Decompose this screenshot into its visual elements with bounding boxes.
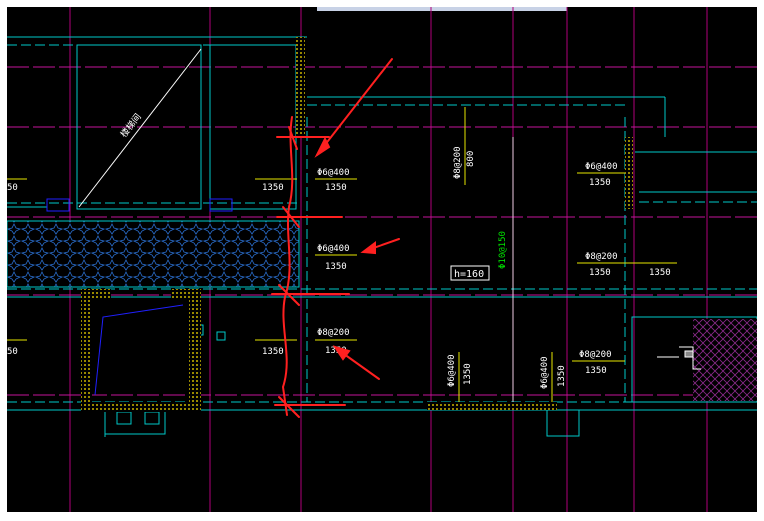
rebar-spec: Φ6@400 [540, 356, 550, 389]
rebar-length: 800 [466, 151, 476, 167]
vertical-rebar-annotations: Φ10@150 Φ8@200 800 Φ6@400 1350 Φ6@400 13… [447, 107, 567, 402]
stair-diagonal [78, 48, 202, 208]
room-height-box [450, 265, 490, 281]
rebar-spec: Φ6@400 [585, 162, 618, 172]
crosshatch-area [693, 319, 757, 401]
rebar-spec: Φ6@400 [317, 168, 350, 178]
rebar-length: 1350 [325, 183, 347, 193]
rebar-length: 1350 [557, 365, 567, 387]
room-height-label: h=160 [454, 269, 484, 280]
stair-label: 楼梯间 [118, 111, 144, 140]
red-markup [271, 58, 400, 418]
rebar-length: 1350 [325, 346, 347, 356]
rebar-length: 1350 [325, 262, 347, 272]
hatched-walls [81, 37, 633, 412]
rebar-spec: Φ8@200 [579, 350, 612, 360]
cad-viewport[interactable]: 楼梯间 Φ6@400 1350 Φ6@400 1350 Φ8@200 1350 … [7, 7, 757, 512]
window-title-bar [317, 7, 567, 11]
rebar-length: 1350 [589, 178, 611, 188]
rebar-spec: Φ8@200 [453, 146, 463, 179]
floor-plan-drawing[interactable]: 楼梯间 Φ6@400 1350 Φ6@400 1350 Φ8@200 1350 … [7, 7, 757, 512]
rebar-spec: Φ8@200 [585, 252, 618, 262]
section-symbol [657, 346, 701, 370]
rebar-length: 1350 [589, 268, 611, 278]
rebar-length: 1350 [463, 363, 473, 385]
rebar-spec: Φ10@150 [498, 231, 508, 269]
rebar-spec: Φ8@200 [317, 328, 350, 338]
edge-label: 50 [7, 347, 18, 357]
decorative-floor-pattern [7, 220, 300, 288]
rebar-length: 1350 [585, 366, 607, 376]
side-length: 1350 [649, 268, 671, 278]
wall-outlines [7, 36, 757, 437]
rebar-spec: Φ6@400 [447, 354, 457, 387]
side-length: 1350 [262, 347, 284, 357]
side-length: 1350 [262, 183, 284, 193]
stair-outline [94, 304, 184, 396]
edge-label: 50 [7, 183, 18, 193]
rebar-annotations: Φ6@400 1350 Φ6@400 1350 Φ8@200 1350 1350… [7, 162, 677, 376]
rebar-spec: Φ6@400 [317, 244, 350, 254]
